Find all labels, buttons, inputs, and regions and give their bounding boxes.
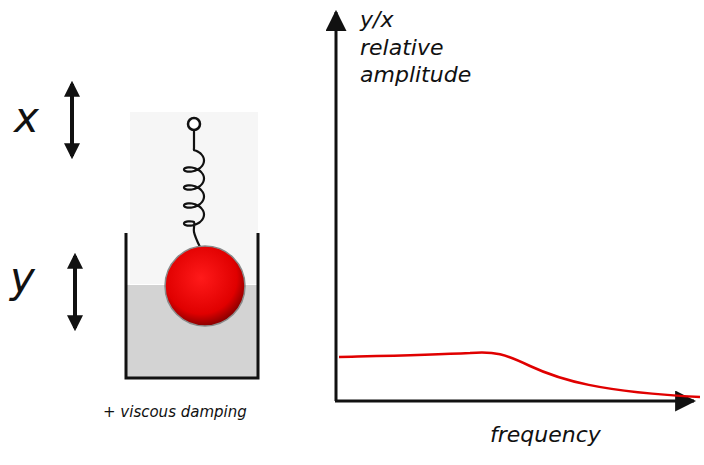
y-motion-arrow bbox=[73, 256, 77, 328]
displacement-label: y bbox=[10, 252, 35, 305]
x-motion-arrow bbox=[70, 84, 74, 156]
container bbox=[126, 233, 258, 378]
displacement-label: x bbox=[14, 92, 39, 145]
y-axis bbox=[335, 12, 338, 401]
mass-ball bbox=[165, 246, 245, 326]
note-label: + viscous damping bbox=[103, 403, 247, 422]
response-curve bbox=[339, 352, 700, 397]
axis-title: y/x relative amplitude bbox=[360, 6, 471, 89]
x-axis bbox=[335, 400, 694, 403]
spring-coil-path bbox=[184, 131, 204, 247]
spring-anchor bbox=[188, 118, 200, 130]
axis-title: frequency bbox=[490, 421, 601, 449]
spring-coil bbox=[184, 131, 204, 247]
